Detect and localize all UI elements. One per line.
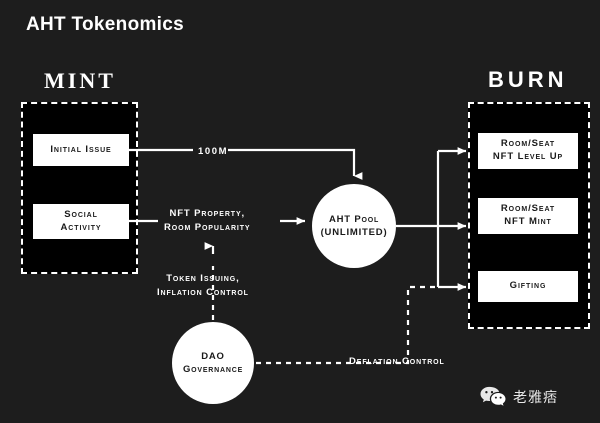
watermark: 老雅痞	[480, 386, 558, 407]
edge-initial-issue-to-pool	[129, 148, 363, 180]
edge-label-token-issuing: Token issuing,Inflation control	[157, 273, 249, 298]
node-initial-issue[interactable]: Initial issue	[33, 134, 129, 166]
edge-label-deflation-control: Deflation control	[349, 356, 445, 367]
node-aht-pool[interactable]: AHT pool(UNLIMITED)	[312, 184, 396, 268]
page-title: AHT Tokenomics	[26, 14, 184, 35]
section-heading-burn: BURN	[488, 67, 568, 92]
node-social-activity[interactable]: Socialactivity	[33, 204, 129, 239]
edge-dao-deflation-control	[256, 285, 435, 365]
edge-pool-to-burn-nodes	[396, 147, 467, 291]
node-gifting[interactable]: Gifting	[478, 271, 578, 302]
edge-label-100m: 100M	[198, 146, 229, 157]
wechat-icon	[480, 386, 506, 407]
edge-label-nft-property: NFT property,Room popularity	[164, 208, 251, 233]
watermark-label: 老雅痞	[513, 388, 558, 405]
group-container-mint	[21, 102, 138, 274]
section-heading-mint: MINT	[44, 68, 116, 93]
